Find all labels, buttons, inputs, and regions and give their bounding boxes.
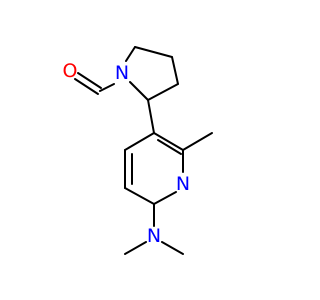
bond-pyr-c3-c2-inner xyxy=(157,139,182,155)
structure-canvas: O N N N xyxy=(63,46,213,255)
bond-co-double-a xyxy=(77,72,102,89)
bond-namine-me-left xyxy=(124,241,147,255)
pyridine-nitrogen-label: N xyxy=(176,173,190,195)
oxygen-label: O xyxy=(63,60,78,82)
bond-c3-c4 xyxy=(171,56,179,85)
bond-pyr-c4-c3 xyxy=(124,132,155,151)
bond-c2-pyr xyxy=(147,99,155,134)
bond-methyl xyxy=(182,132,213,151)
dimethylamino-nitrogen-label: N xyxy=(147,225,161,247)
bond-pyr-c6-c5 xyxy=(124,187,155,205)
pyrrolidine-nitrogen-label: N xyxy=(115,62,129,84)
bond-c5-n xyxy=(125,46,136,62)
bond-formyl-n xyxy=(99,83,115,92)
chemical-structure: O N N N xyxy=(63,46,213,255)
bond-pyr-c3-c2 xyxy=(153,132,184,151)
bond-c2-c3 xyxy=(147,83,179,101)
bond-namine-me-right xyxy=(161,241,184,255)
bond-co-double-b xyxy=(74,78,99,95)
bond-c4-c5 xyxy=(134,46,173,58)
atom-labels: O N N N xyxy=(63,60,191,247)
bond-n-c2 xyxy=(129,81,149,101)
bond-pyr-n1-c6 xyxy=(153,191,177,205)
bonds xyxy=(74,46,213,255)
